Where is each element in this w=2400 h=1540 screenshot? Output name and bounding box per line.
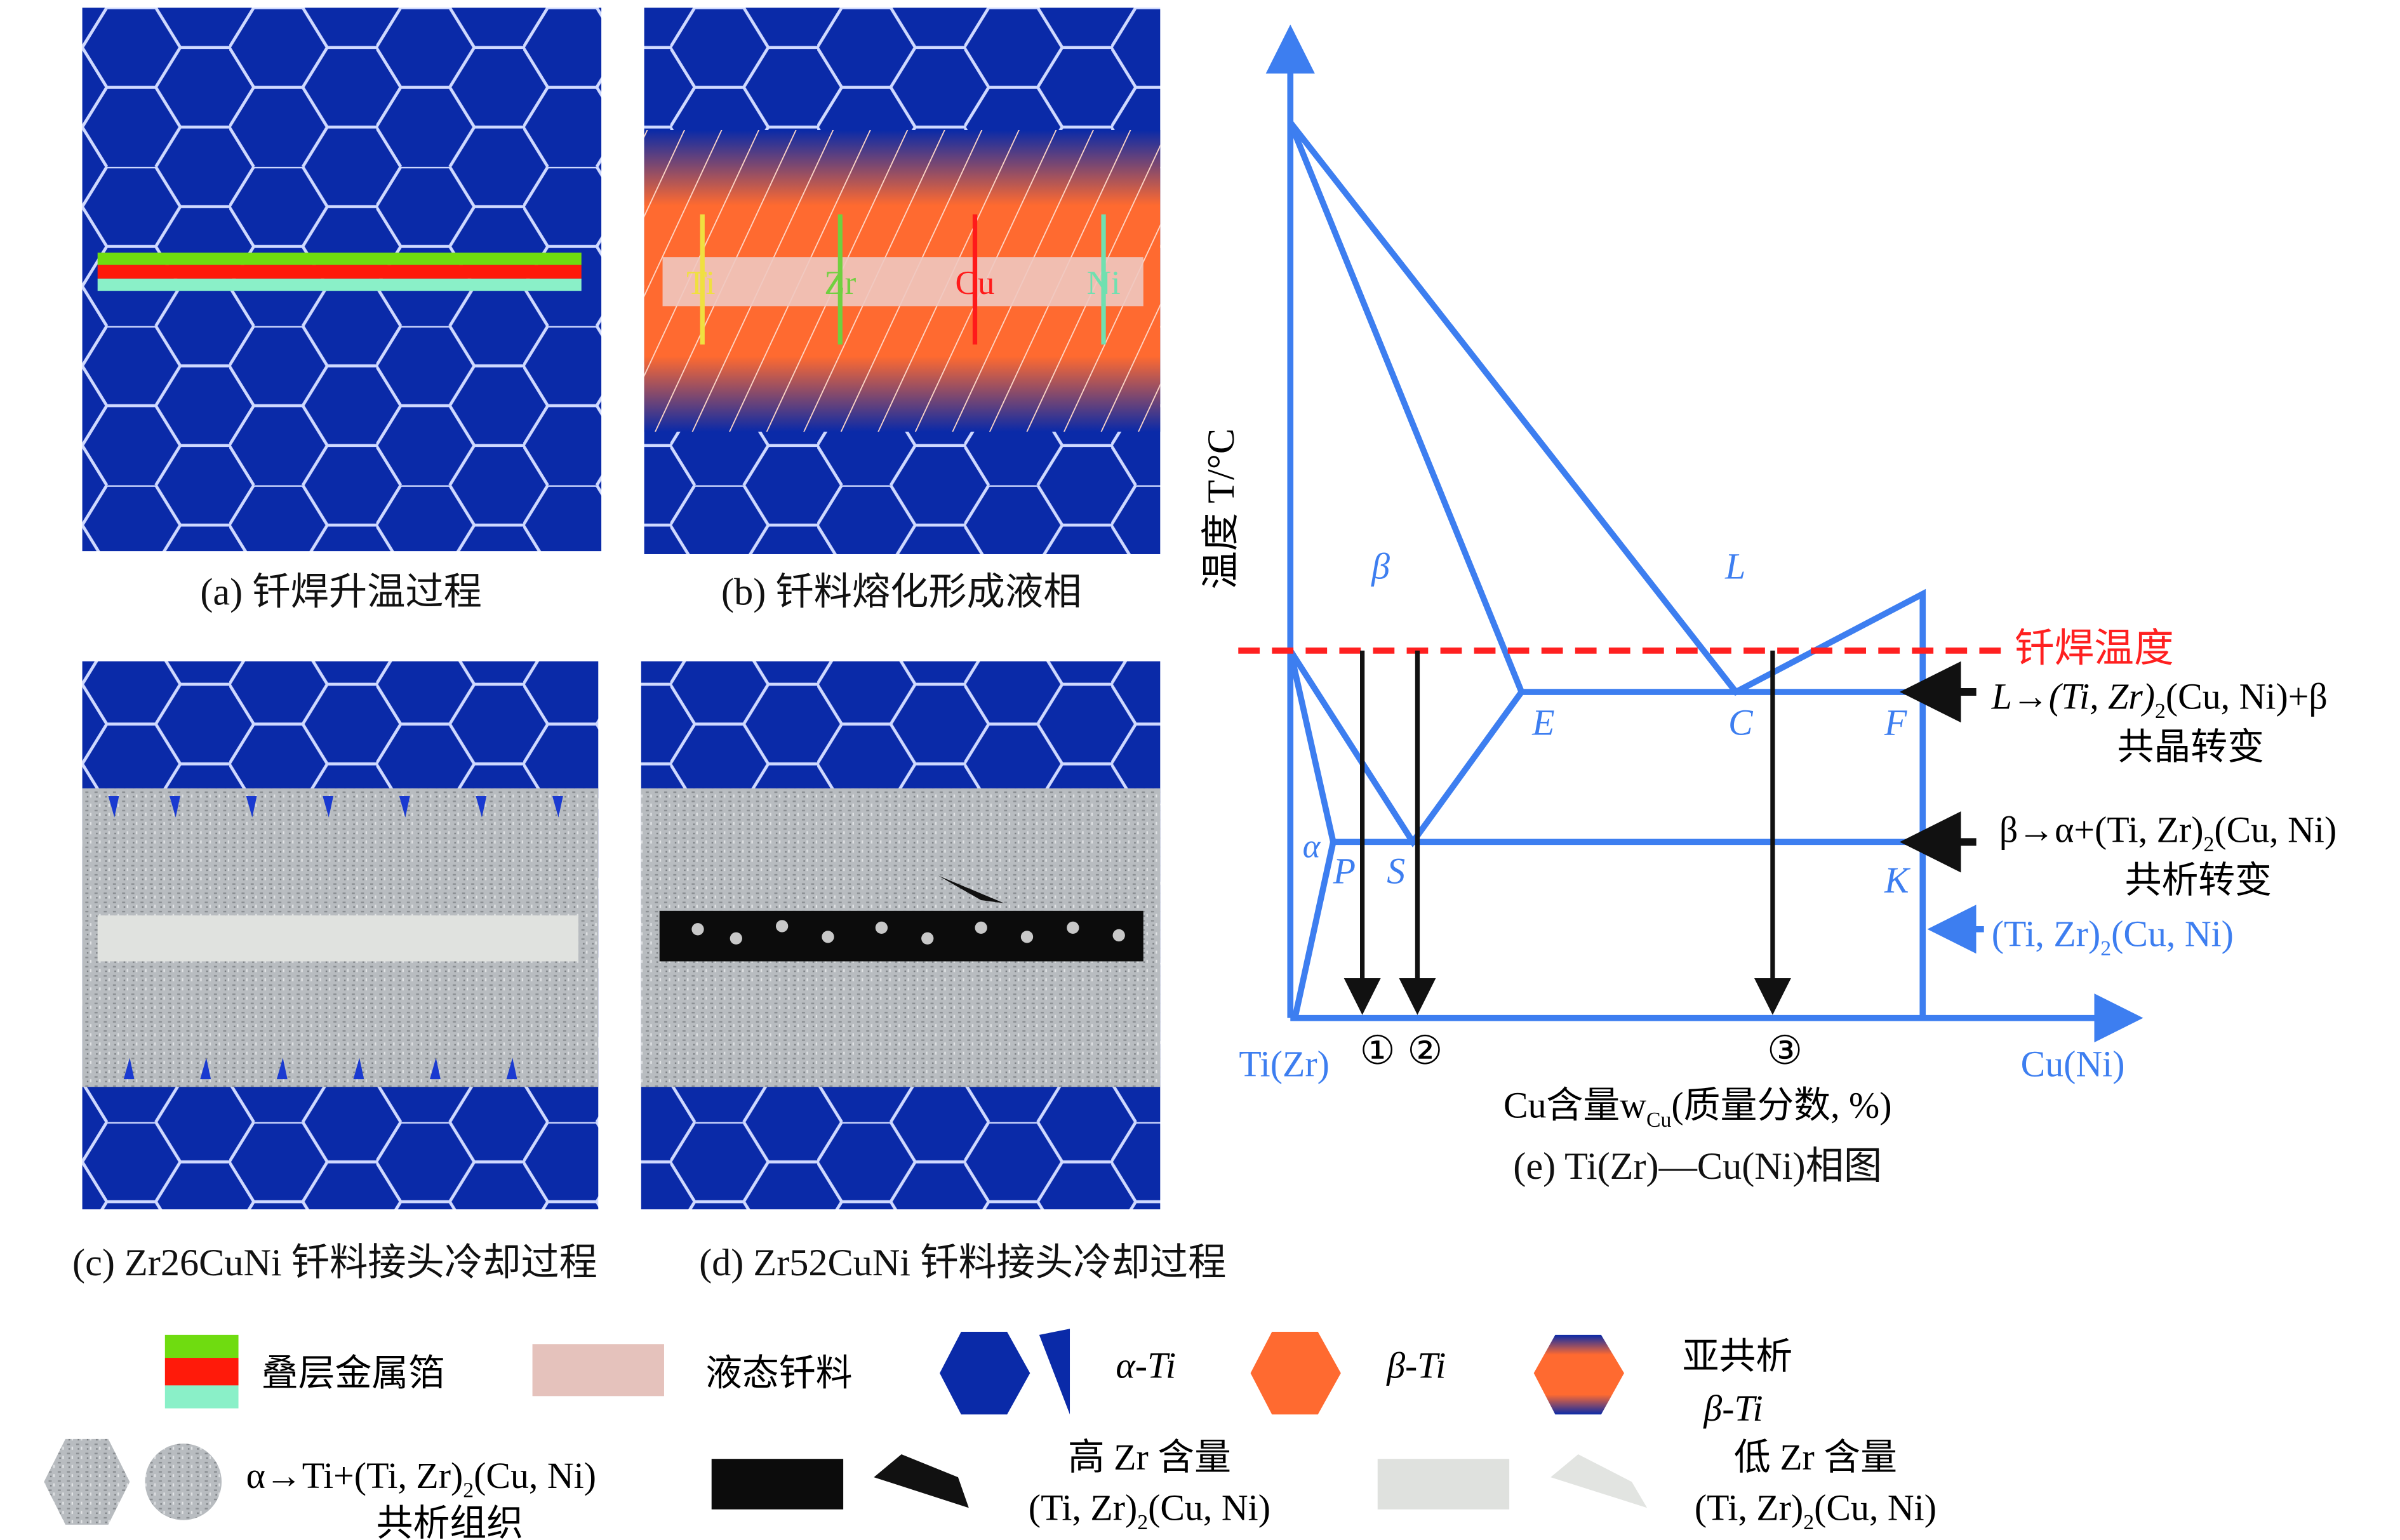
- legend-alpha: α-Ti: [1116, 1344, 1176, 1386]
- point-c: C: [1728, 702, 1754, 743]
- panel-b: Ti Zr Cu Ni (b) 钎料熔化形成液相: [644, 8, 1161, 614]
- swatch-eutectoid-circle: [145, 1444, 222, 1520]
- foil-layer-red: [97, 265, 582, 279]
- composition-3: ③: [1767, 1028, 1803, 1073]
- swatch-foil-red: [164, 1358, 239, 1386]
- legend-high-zr-2: (Ti, Zr)2(Cu, Ni): [1029, 1487, 1270, 1534]
- swatch-liquid: [532, 1344, 664, 1397]
- legend: 叠层金属箔 液态钎料 α-Ti β-Ti 亚共析 β-Ti α→Ti+(Ti, …: [44, 1329, 1937, 1540]
- panel-d: (d) Zr52CuNi 钎料接头冷却过程: [641, 661, 1226, 1284]
- swatch-low-zr-band: [1377, 1459, 1510, 1510]
- region-beta: β: [1371, 546, 1390, 587]
- caption-e: (e) Ti(Zr)—Cu(Ni)相图: [1513, 1145, 1882, 1188]
- particles: [691, 920, 1125, 945]
- point-k: K: [1884, 860, 1911, 901]
- label-cu: Cu: [956, 265, 995, 302]
- x-right-label: Cu(Ni): [2021, 1043, 2125, 1084]
- swatch-eutectoid-hex: [44, 1438, 130, 1525]
- point-e: E: [1531, 702, 1554, 743]
- legend-eutectoid-1: α→Ti+(Ti, Zr)2(Cu, Ni): [246, 1455, 596, 1502]
- caption-d: (d) Zr52CuNi 钎料接头冷却过程: [699, 1242, 1226, 1284]
- caption-a: (a) 钎焊升温过程: [200, 571, 482, 614]
- liquidus-left: [1287, 121, 1923, 695]
- point-s: S: [1387, 850, 1405, 891]
- phase-diagram-labels: 温度 T/°C β L α E C F P S K 钎焊温度 L→(Ti, Zr…: [1200, 428, 2337, 1188]
- region-alpha: α: [1303, 828, 1321, 865]
- panel-a: (a) 钎焊升温过程: [82, 8, 602, 614]
- label-ni: Ni: [1087, 265, 1121, 302]
- caption-b: (b) 钎料熔化形成液相: [721, 571, 1081, 614]
- point-f: F: [1884, 702, 1907, 743]
- legend-high-zr-1: 高 Zr 含量: [1068, 1437, 1231, 1478]
- foil-layer-green: [97, 252, 582, 265]
- swatch-low-zr-needle: [1550, 1454, 1648, 1508]
- swatch-high-zr-needle: [874, 1454, 969, 1508]
- legend-low-zr-2: (Ti, Zr)2(Cu, Ni): [1695, 1487, 1937, 1534]
- eutectoid-reaction: β→α+(Ti, Zr)2(Cu, Ni): [1999, 809, 2337, 856]
- foil-layer-teal: [97, 278, 582, 291]
- swatch-hypoeutectoid-beta: [1533, 1334, 1624, 1415]
- legend-hypo-2: β-Ti: [1703, 1388, 1763, 1429]
- composition-1: ①: [1360, 1028, 1396, 1073]
- caption-c: (c) Zr26CuNi 钎料接头冷却过程: [72, 1242, 597, 1284]
- x-axis-label: Cu含量wCu(质量分数, %): [1503, 1084, 1892, 1131]
- eutectic-reaction: L→(Ti, Zr)2(Cu, Ni)+β: [1991, 676, 2328, 723]
- liquidus-right: [1288, 120, 1926, 1018]
- legend-beta: β-Ti: [1386, 1344, 1446, 1386]
- y-axis-label: 温度 T/°C: [1200, 428, 1243, 589]
- compound-label: (Ti, Zr)2(Cu, Ni): [1992, 913, 2234, 960]
- liquid-filler-band: [662, 257, 1143, 307]
- swatch-alpha-needle: [1039, 1329, 1070, 1415]
- swatch-beta: [1250, 1332, 1341, 1415]
- swatch-foil-teal: [164, 1385, 239, 1409]
- label-zr: Zr: [824, 265, 856, 302]
- low-zr-compound-band: [97, 915, 578, 962]
- region-liquid: L: [1724, 546, 1745, 587]
- panel-c: (c) Zr26CuNi 钎料接头冷却过程: [72, 661, 599, 1284]
- swatch-alpha-hex: [940, 1332, 1030, 1415]
- eutectoid-name: 共析转变: [2125, 860, 2272, 901]
- swatch-high-zr-band: [711, 1459, 844, 1510]
- x-left-label: Ti(Zr): [1239, 1043, 1330, 1084]
- swatch-foil-green: [164, 1334, 239, 1358]
- legend-eutectoid-3: 共析组织: [377, 1503, 523, 1540]
- brazing-temp-label: 钎焊温度: [2015, 626, 2174, 670]
- legend-liquid: 液态钎料: [705, 1352, 852, 1393]
- high-zr-needle: [938, 875, 1004, 903]
- composition-2: ②: [1407, 1028, 1443, 1073]
- eutectic-name: 共晶转变: [2117, 726, 2264, 767]
- legend-hypo-1: 亚共析: [1683, 1336, 1793, 1377]
- label-ti: Ti: [686, 265, 715, 302]
- point-p: P: [1333, 850, 1356, 891]
- legend-foil: 叠层金属箔: [262, 1352, 445, 1393]
- legend-low-zr-1: 低 Zr 含量: [1734, 1437, 1897, 1478]
- phase-diagram: [1238, 24, 2143, 1043]
